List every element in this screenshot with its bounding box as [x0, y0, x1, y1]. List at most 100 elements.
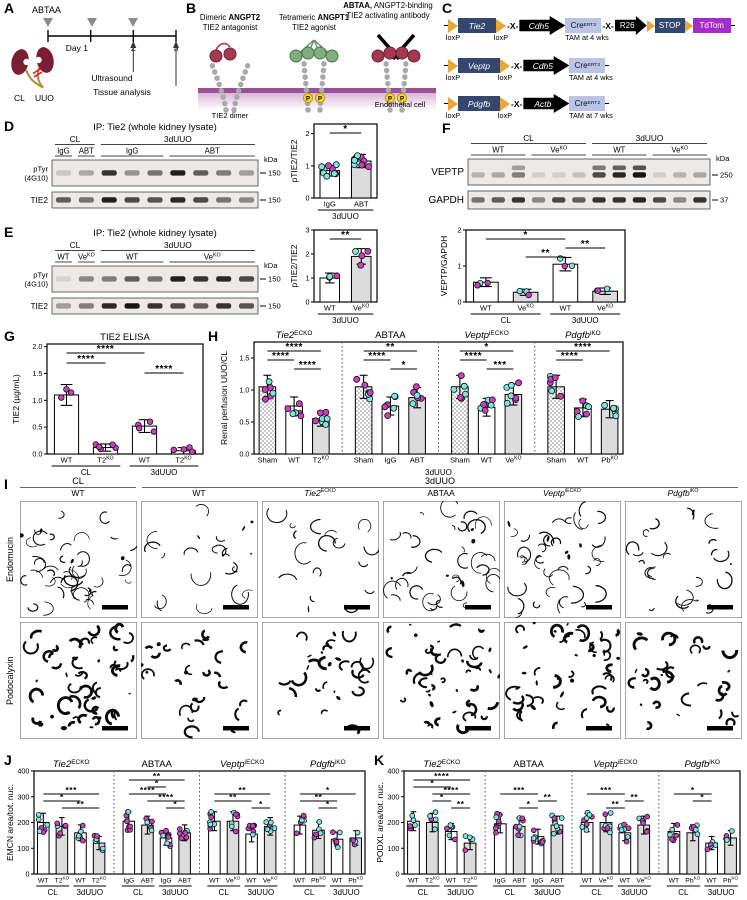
svg-text:WT: WT: [577, 456, 589, 465]
svg-text:pTIE2/TIE2: pTIE2/TIE2: [289, 139, 299, 182]
svg-text:IgG: IgG: [161, 878, 172, 885]
svg-text:PbKO: PbKO: [685, 876, 700, 885]
micrograph-image: [624, 621, 743, 744]
svg-text:WT: WT: [38, 878, 49, 885]
loxp-icon: [448, 58, 458, 73]
actb-promoter-arrow: Actb: [523, 94, 570, 113]
svg-text:0.5: 0.5: [32, 423, 42, 432]
svg-text:(4G10): (4G10): [24, 280, 48, 289]
svg-text:****: ****: [97, 344, 115, 355]
loxp-icon: [448, 96, 458, 111]
svg-text:**: **: [630, 792, 638, 802]
panel-b-label: B: [186, 0, 197, 16]
svg-text:ABT: ABT: [550, 878, 563, 885]
panel-f-label: F: [442, 120, 451, 136]
svg-text:**: **: [386, 342, 395, 353]
svg-text:CL: CL: [133, 888, 144, 897]
svg-text:**: **: [541, 248, 550, 259]
svg-text:WT: WT: [295, 878, 306, 885]
svg-text:IgG: IgG: [126, 147, 139, 156]
angpt1-caption: Tetrameric ANGPT1 TIE2 agonist: [278, 13, 350, 32]
svg-text:**: **: [457, 799, 465, 809]
svg-text:ABTAA: ABTAA: [513, 759, 544, 770]
svg-text:WT: WT: [75, 878, 86, 885]
panel-h-label: H: [208, 328, 219, 344]
svg-text:Renal perfusion UUO/CL: Renal perfusion UUO/CL: [219, 351, 229, 445]
svg-text:T2KO: T2KO: [92, 876, 107, 885]
panel-j-label: J: [4, 752, 12, 768]
svg-text:3dUUO: 3dUUO: [164, 134, 192, 144]
uuo-label: UUO: [35, 93, 54, 103]
svg-text:WT: WT: [706, 878, 717, 885]
svg-text:CL: CL: [505, 888, 516, 897]
svg-text:**: **: [315, 792, 323, 802]
svg-text:PbKO: PbKO: [311, 876, 326, 885]
svg-text:CL: CL: [70, 240, 81, 250]
svg-text:1.5: 1.5: [239, 354, 249, 363]
micrograph-column-label: WT: [71, 488, 85, 498]
svg-text:3dUUO: 3dUUO: [332, 316, 359, 325]
svg-text:T2KO: T2KO: [175, 456, 191, 465]
svg-text:WT: WT: [480, 304, 492, 313]
svg-text:3dUUO: 3dUUO: [621, 888, 648, 897]
svg-text:ABTAA: ABTAA: [375, 330, 406, 341]
injection-arrowheads: [43, 18, 138, 27]
svg-text:*: *: [430, 778, 434, 788]
micrograph-image: [139, 621, 265, 744]
svg-text:2: 2: [305, 250, 309, 259]
svg-text:400: 400: [387, 767, 399, 776]
svg-text:150: 150: [268, 169, 281, 178]
micrograph-image: [140, 500, 259, 623]
svg-text:WT: WT: [324, 304, 336, 313]
svg-text:TIE2 (µg/mL): TIE2 (µg/mL): [11, 374, 21, 424]
day1-label: Day 1: [66, 43, 88, 53]
svg-text:PdgfbiKO: PdgfbiKO: [310, 759, 346, 770]
svg-text:WT: WT: [209, 878, 220, 885]
svg-text:Tie2ECKO: Tie2ECKO: [423, 759, 460, 770]
micrograph-image: [261, 621, 380, 744]
svg-text:*: *: [523, 230, 527, 241]
svg-text:3dUUO: 3dUUO: [76, 888, 103, 897]
panel-c-label: C: [442, 0, 453, 16]
svg-text:pTyr: pTyr: [33, 271, 48, 280]
svg-text:0.5: 0.5: [239, 418, 249, 427]
tissue-analysis-label: Tissue analysis: [93, 87, 151, 97]
svg-text:T2KO: T2KO: [425, 876, 440, 885]
loxp-icon: [646, 19, 655, 32]
svg-text:(4G10): (4G10): [24, 174, 48, 183]
angpt2-ligand: [209, 42, 237, 63]
svg-text:****: ****: [434, 771, 449, 781]
svg-text:**: **: [153, 771, 161, 781]
svg-text:WT: WT: [492, 146, 504, 155]
svg-text:**: **: [238, 785, 246, 795]
loxp-label: loxP: [497, 110, 513, 120]
panel-a-label: A: [4, 0, 15, 16]
svg-text:****: ****: [299, 360, 317, 371]
cl-column-header: CL: [20, 476, 136, 488]
svg-text:0: 0: [395, 870, 399, 879]
phospho-sites: P P P P: [302, 92, 408, 104]
svg-text:CL: CL: [219, 888, 230, 897]
svg-text:****: ****: [464, 351, 482, 362]
svg-text:2: 2: [457, 226, 461, 235]
tie2-gene-box: Tie2: [458, 18, 496, 33]
panel-g-label: G: [4, 328, 15, 344]
svg-text:*: *: [259, 799, 263, 809]
svg-text:3dUUO: 3dUUO: [636, 133, 664, 143]
panel-i-label: I: [4, 476, 8, 492]
svg-text:3dUUO: 3dUUO: [248, 888, 275, 897]
svg-text:kDa: kDa: [264, 155, 278, 164]
svg-text:EMCN area/tot. nuc.: EMCN area/tot. nuc.: [5, 784, 15, 861]
abtaa-caption: ABTAA, ANGPT2-binding TIE2 activating an…: [343, 1, 433, 20]
